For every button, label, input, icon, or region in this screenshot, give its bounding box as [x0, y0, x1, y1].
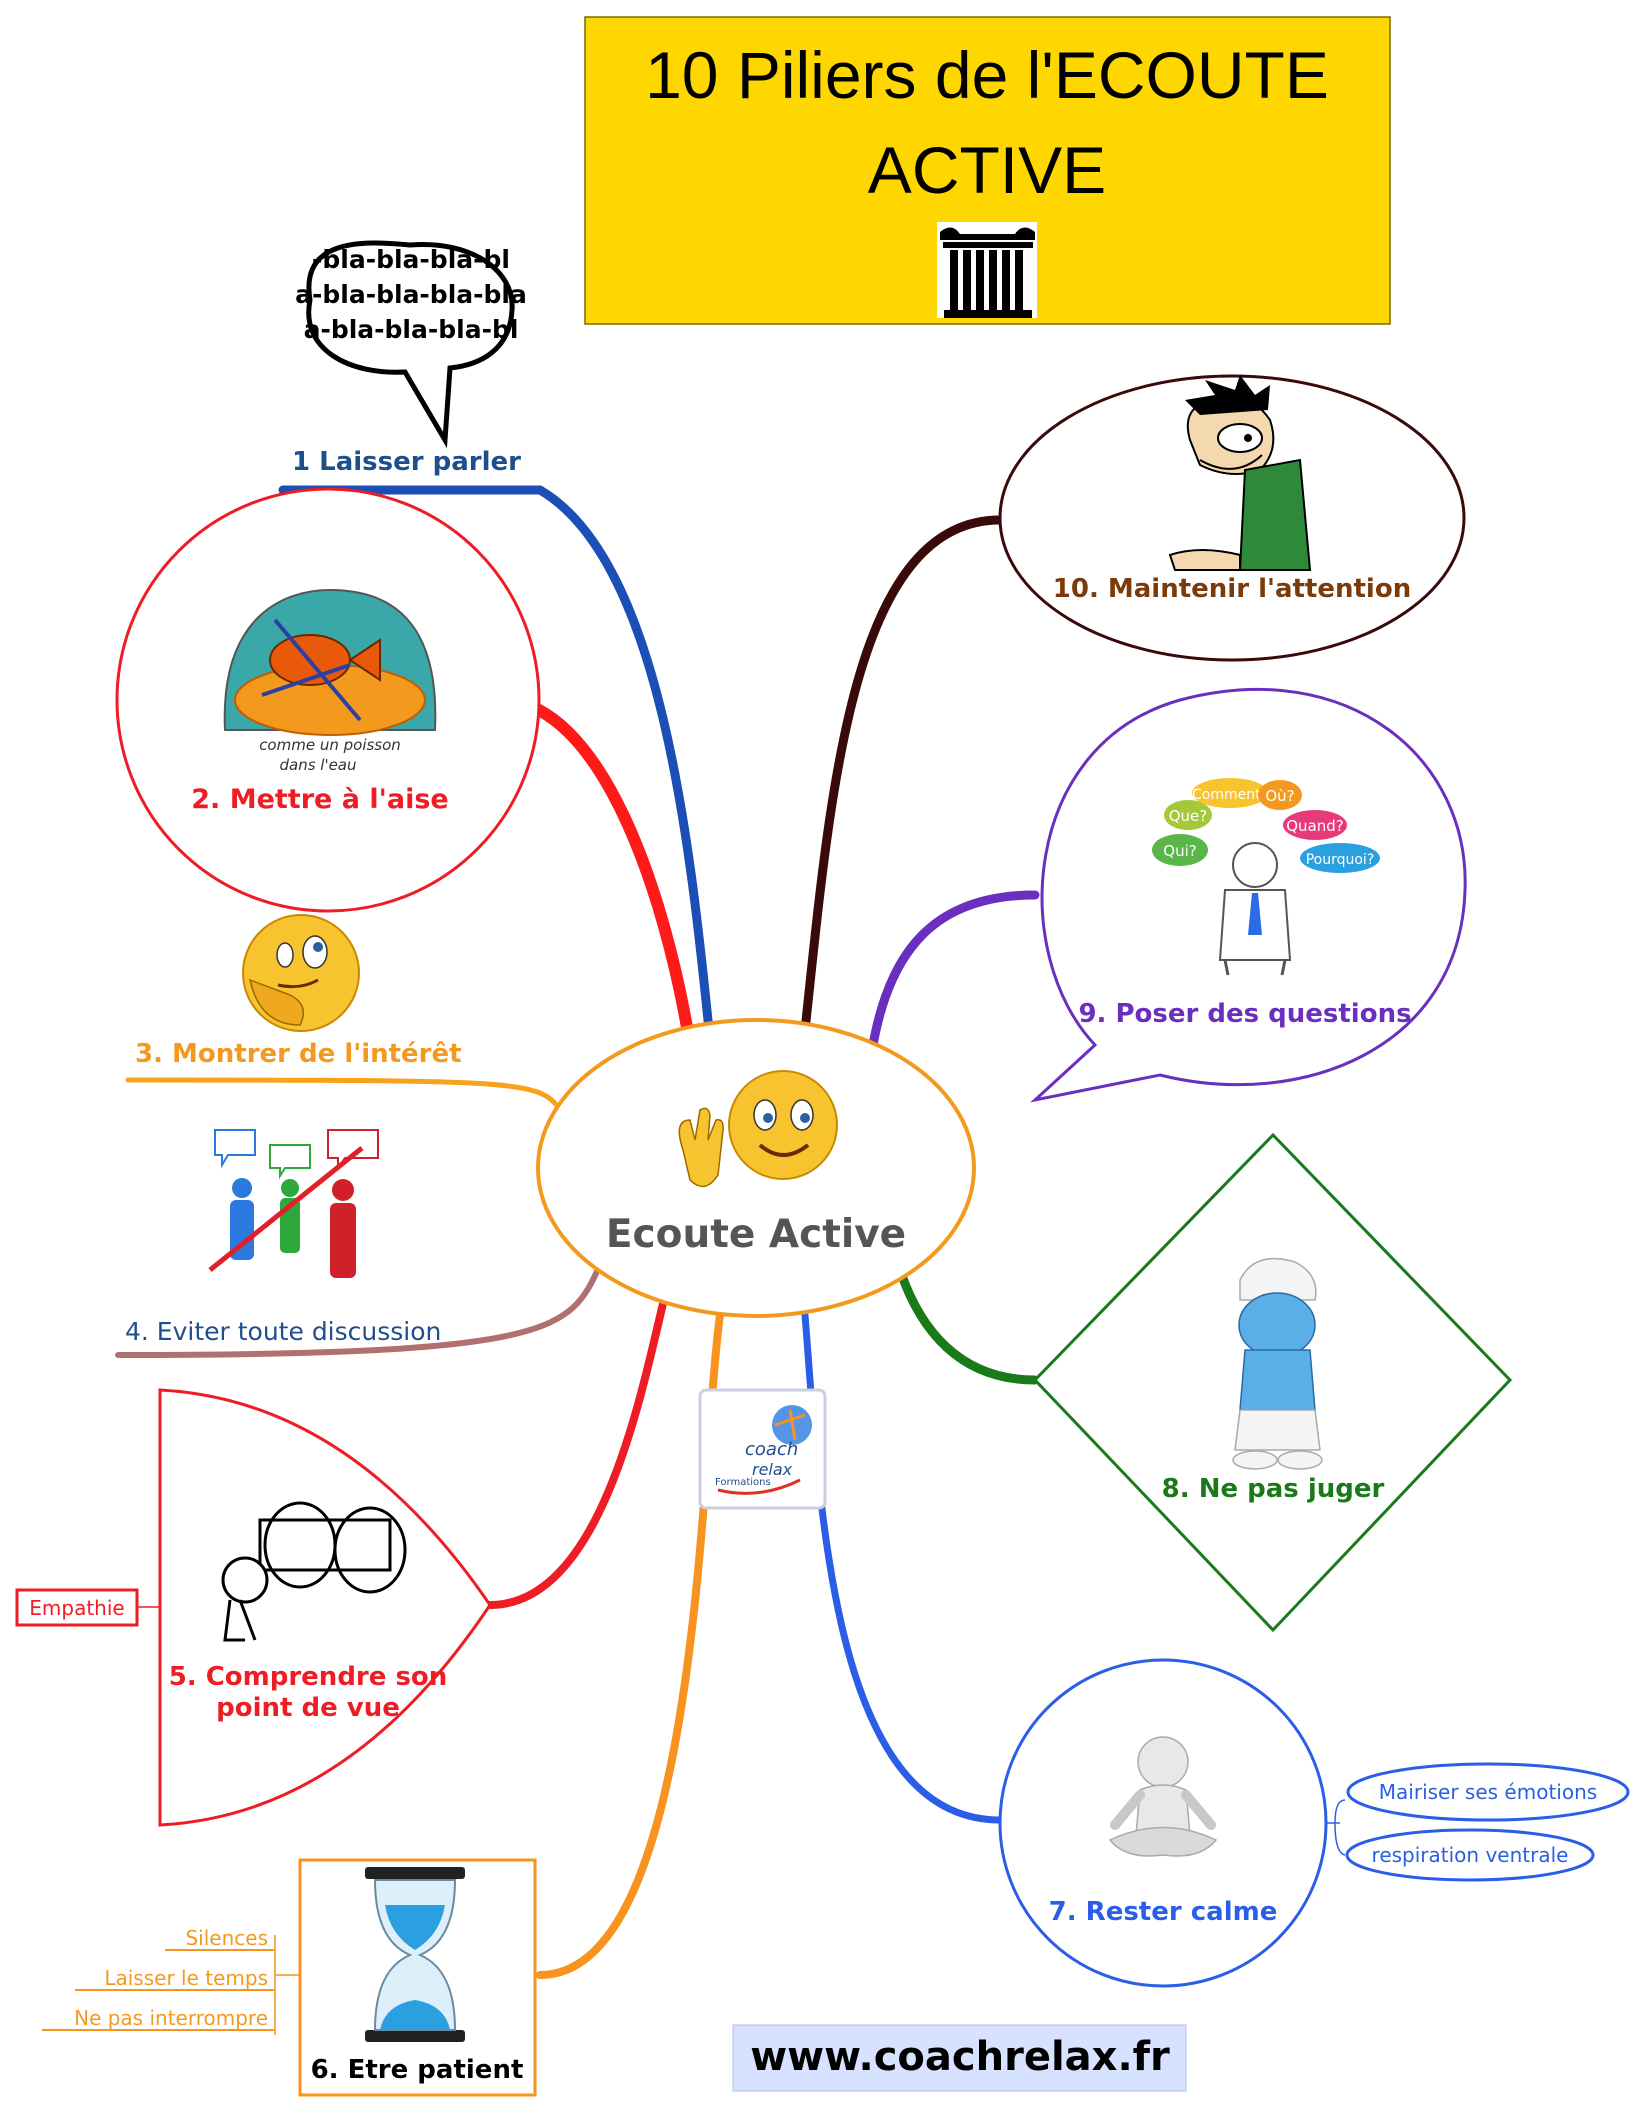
subtopic-respiration-ventrale-label: respiration ventrale	[1372, 1843, 1569, 1867]
subtopic-respiration-ventrale[interactable]: respiration ventrale	[1345, 1828, 1595, 1882]
branch-10-label: 10. Maintenir l'attention	[1053, 574, 1411, 604]
question-bubble-qui: Qui?	[1163, 842, 1196, 860]
branch-3-node[interactable]: 3. Montrer de l'intérêt	[135, 914, 462, 1069]
branch-3-line	[125, 1077, 563, 1113]
branch-1-node[interactable]: -bla-bla-bla-bl a-bla-bla-bla-bla a-bla-…	[292, 240, 527, 477]
branch-7-subtopics: Mairiser ses émotions respiration ventra…	[1326, 1762, 1630, 1882]
title-box: 10 Piliers de l'ECOUTE ACTIVE	[584, 16, 1391, 325]
logo-line-2: relax	[752, 1460, 793, 1479]
question-bubble-quand: Quand?	[1286, 817, 1344, 835]
bla-text-2: a-bla-bla-bla-bla	[295, 280, 527, 309]
question-bubble-ou: Où?	[1265, 787, 1294, 805]
branch-7-node[interactable]: 7. Rester calme	[998, 1658, 1328, 1988]
branch-6-label: 6. Etre patient	[311, 2055, 524, 2085]
bla-text-3: a-bla-bla-bla-bl	[304, 315, 519, 344]
subtopic-mairiser-ses-emotions-bubble	[1346, 1762, 1630, 1822]
fish-in-bowl-icon: comme un poisson dans l'eau	[223, 588, 437, 774]
question-bubble-que: Que?	[1169, 807, 1208, 825]
branch-10-ellipse	[998, 374, 1466, 662]
branch-5-label-line-2: point de vue	[216, 1693, 400, 1723]
branch-9-label: 9. Poser des questions	[1078, 999, 1411, 1029]
branch-10-node[interactable]: 10. Maintenir l'attention	[998, 374, 1466, 662]
subtopic-empathie-box	[15, 1588, 139, 1627]
logo-line-3: Formations	[715, 1477, 771, 1488]
center-node[interactable]: Ecoute Active	[536, 1018, 976, 1318]
cartoon-character-icon	[1168, 375, 1312, 571]
greek-column-icon	[937, 222, 1037, 318]
branch-6-subtopics: Silences Laisser le temps Ne pas interro…	[42, 1926, 300, 2035]
branch-6-line	[536, 1311, 724, 1979]
branch-8-line	[895, 1265, 1040, 1385]
binoculars-icon	[221, 1501, 407, 1642]
branch-9-node[interactable]: Qui? Que? Comment? Où? Quand? Pourquoi? …	[1030, 688, 1467, 1103]
branch-2-label: 2. Mettre à l'aise	[191, 784, 448, 815]
branch-4-label: 4. Eviter toute discussion	[125, 1317, 441, 1346]
branch-8-node[interactable]: 8. Ne pas juger	[1032, 1132, 1513, 1633]
branch-5-node[interactable]: 5. Comprendre son point de vue	[158, 1388, 492, 1827]
branch-6-node[interactable]: 6. Etre patient	[298, 1858, 537, 2097]
branch-7-line	[801, 1311, 1004, 1824]
branch-1-line	[278, 485, 715, 1045]
meditating-figure-icon	[1108, 1736, 1218, 1857]
branch-3-label: 3. Montrer de l'intérêt	[135, 1039, 462, 1069]
branch-5-label-line-1: 5. Comprendre son	[169, 1662, 448, 1692]
branch-4-node[interactable]: 4. Eviter toute discussion	[125, 1125, 441, 1346]
smurf-icon	[1232, 1257, 1323, 1470]
subtopic-ne-pas-interrompre[interactable]: Ne pas interrompre	[42, 2006, 275, 2031]
question-bubble-comment: Comment?	[1192, 787, 1268, 803]
fish-caption-1: comme un poisson	[259, 736, 401, 754]
subtopic-empathie[interactable]: Empathie	[15, 1588, 160, 1627]
subtopic-laisser-le-temps[interactable]: Laisser le temps	[75, 1966, 275, 1991]
bla-text-1: -bla-bla-bla-bl	[312, 245, 510, 274]
coachrelax-logo: coach relax Formations	[698, 1388, 827, 1510]
subtopic-ne-pas-interrompre-label: Ne pas interrompre	[74, 2006, 268, 2030]
branch-9-line	[868, 890, 1040, 1050]
branch-1-label: 1 Laisser parler	[292, 447, 521, 477]
arguing-people-icon	[205, 1125, 385, 1305]
subtopic-mairiser-ses-emotions-label: Mairiser ses émotions	[1379, 1780, 1597, 1804]
center-label: Ecoute Active	[606, 1212, 906, 1257]
subtopic-mairiser-ses-emotions[interactable]: Mairiser ses émotions	[1346, 1762, 1630, 1822]
thinking-smiley-icon	[242, 914, 360, 1032]
branch-8-label: 8. Ne pas juger	[1162, 1474, 1385, 1504]
questions-man-icon: Qui? Que? Comment? Où? Quand? Pourquoi?	[1152, 778, 1380, 976]
website-box[interactable]: www.coachrelax.fr	[732, 2024, 1187, 2092]
branch-10-line	[800, 515, 1005, 1035]
title-line-1: 10 Piliers de l'ECOUTE	[645, 38, 1329, 112]
branch-5-shape	[158, 1388, 492, 1827]
fish-caption-2: dans l'eau	[279, 756, 356, 774]
branch-5-line	[486, 1291, 669, 1609]
branch-2-node[interactable]: comme un poisson dans l'eau 2. Mettre à …	[115, 487, 541, 913]
hourglass-icon	[365, 1867, 465, 2042]
subtopic-empathie-label: Empathie	[29, 1596, 124, 1620]
subtopic-respiration-ventrale-bubble	[1345, 1828, 1595, 1882]
website-background	[732, 2024, 1187, 2092]
website-link[interactable]: www.coachrelax.fr	[750, 2034, 1170, 2080]
subtopic-silences[interactable]: Silences	[165, 1926, 275, 1951]
subtopic-silences-label: Silences	[185, 1926, 268, 1950]
waving-smiley-icon	[678, 1070, 838, 1188]
bla-bla-speech-bubble-icon: -bla-bla-bla-bl a-bla-bla-bla-bla a-bla-…	[295, 240, 527, 449]
title-line-2: ACTIVE	[868, 133, 1106, 207]
question-bubble-pourquoi: Pourquoi?	[1306, 852, 1375, 868]
logo-line-1: coach	[745, 1439, 798, 1460]
branch-7-label: 7. Rester calme	[1049, 1897, 1278, 1927]
subtopic-laisser-le-temps-label: Laisser le temps	[104, 1966, 268, 1990]
branch-4-line	[115, 1262, 603, 1358]
